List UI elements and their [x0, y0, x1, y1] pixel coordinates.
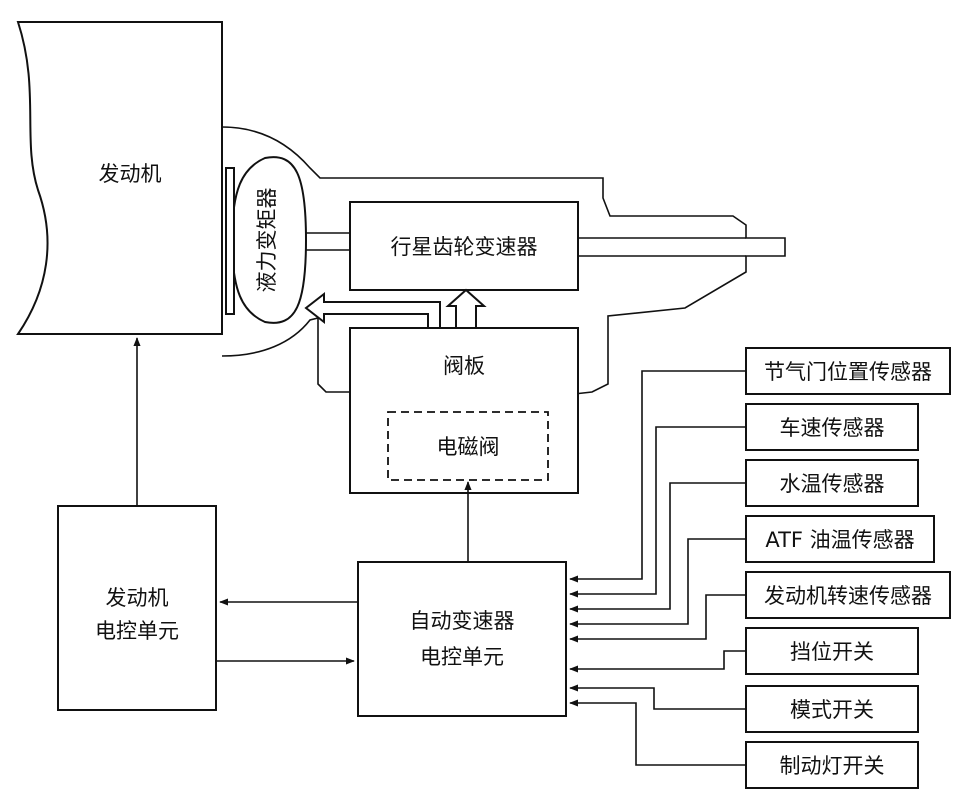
sensor-box — [745, 515, 935, 563]
sensor-box — [745, 741, 919, 789]
engine-label: 发动机 — [99, 162, 162, 186]
transmission-ecu-line1: 自动变速器 — [410, 609, 515, 633]
sensor-signal-lines — [569, 370, 746, 766]
valve-body-label: 阀板 — [443, 354, 485, 378]
hydraulic-arrow-up — [445, 288, 487, 328]
sensor-label: 制动灯开关 — [780, 754, 885, 778]
sensor-boxes: 节气门位置传感器 车速传感器 水温传感器 ATF 油温传感器 发动机转速传感器 … — [745, 347, 951, 789]
sensor-box — [745, 685, 919, 733]
sensor-label: 节气门位置传感器 — [764, 360, 932, 384]
sensor-signal-line — [569, 594, 746, 643]
engine-ecu-line1: 发动机 — [106, 586, 169, 610]
solenoid-valve — [387, 411, 549, 481]
transmission-ecu — [357, 561, 567, 717]
sensor-signal-line — [569, 538, 746, 628]
sensor-box — [745, 571, 951, 619]
sensor-label: 车速传感器 — [780, 416, 885, 440]
sensor-box — [745, 627, 919, 675]
sensor-label: 模式开关 — [790, 698, 874, 722]
sensor-box — [745, 459, 919, 507]
hydraulic-arrow-left — [304, 291, 441, 328]
engine-ecu-line2: 电控单元 — [95, 619, 179, 643]
sensor-signal-line — [569, 699, 746, 766]
sensor-signal-line — [569, 426, 746, 598]
transmission-housing — [221, 126, 786, 396]
engine-block — [16, 21, 223, 335]
sensor-signal-line — [569, 650, 746, 673]
sensor-signal-line — [569, 370, 746, 583]
engine-ecu — [57, 505, 217, 711]
sensor-box — [745, 403, 919, 451]
housing-lower-left — [221, 316, 350, 393]
sensor-box — [745, 347, 951, 395]
planetary-gearbox — [349, 201, 579, 291]
torque-converter-label: 液力变矩器 — [255, 188, 279, 293]
solenoid-valve-label: 电磁阀 — [437, 435, 500, 459]
planetary-gearbox-label: 行星齿轮变速器 — [391, 235, 538, 259]
sensor-signal-line — [569, 684, 746, 710]
converter-plate — [225, 167, 235, 315]
sensor-label: 挡位开关 — [790, 640, 874, 664]
sensor-signal-line — [569, 482, 746, 613]
sensor-label: 水温传感器 — [780, 472, 885, 496]
transmission-ecu-line2: 电控单元 — [420, 645, 504, 669]
valve-body — [349, 327, 579, 494]
sensor-label: 发动机转速传感器 — [764, 584, 932, 608]
sensor-label: ATF 油温传感器 — [765, 528, 914, 552]
